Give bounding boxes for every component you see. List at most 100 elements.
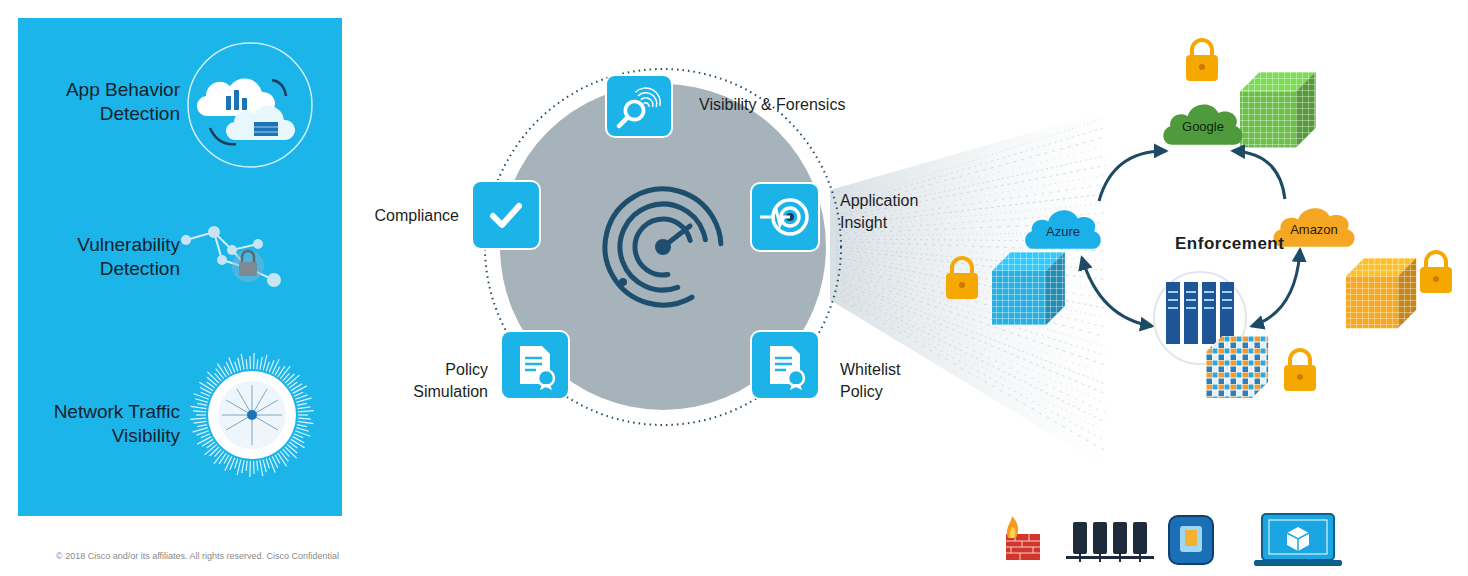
line-shape xyxy=(246,359,247,369)
rect-shape xyxy=(946,273,978,299)
circle-shape xyxy=(1297,374,1303,380)
line-shape xyxy=(296,398,311,402)
line-shape xyxy=(285,447,297,458)
line-shape xyxy=(278,453,287,466)
circle-shape xyxy=(181,235,191,245)
line-shape xyxy=(253,461,255,474)
line-shape xyxy=(191,406,207,408)
path-shape xyxy=(760,209,790,225)
region-title: Enforcement xyxy=(1175,234,1284,254)
square-icon xyxy=(473,182,539,248)
g-shape xyxy=(1006,516,1040,560)
line-shape xyxy=(298,407,311,409)
line-shape xyxy=(280,451,288,461)
path-shape xyxy=(242,251,254,262)
circle-shape xyxy=(232,250,264,282)
line-shape xyxy=(285,374,294,383)
circle-shape xyxy=(227,245,237,255)
line-shape xyxy=(263,355,267,371)
rect-shape xyxy=(1420,267,1452,293)
line-shape xyxy=(216,369,224,379)
path-shape xyxy=(1287,527,1309,551)
rect-shape xyxy=(254,122,278,136)
path-shape xyxy=(1168,292,1232,308)
path-shape xyxy=(1252,250,1300,326)
connector-arrow xyxy=(1099,151,1166,201)
line-shape xyxy=(242,460,244,473)
line-shape xyxy=(192,428,207,432)
line-shape xyxy=(275,455,280,464)
line-shape xyxy=(295,395,307,399)
polygon-shape xyxy=(1296,72,1316,148)
g-shape xyxy=(1169,516,1213,564)
rect-shape xyxy=(1262,514,1334,560)
polygon-shape xyxy=(1046,252,1065,325)
line-shape xyxy=(293,386,307,394)
g-shape xyxy=(992,252,1065,325)
path-shape xyxy=(790,384,802,390)
path-shape xyxy=(1290,350,1310,366)
g-shape xyxy=(222,385,282,445)
line-shape xyxy=(237,460,241,476)
feature-label: App Behavior Detection xyxy=(34,78,180,126)
line-shape xyxy=(278,366,285,377)
feature-label: Visibility & Forensics xyxy=(699,94,845,116)
line-shape xyxy=(224,367,229,376)
circle-shape xyxy=(584,168,742,326)
line-shape xyxy=(235,362,238,372)
rect-shape xyxy=(1186,55,1218,81)
g-shape xyxy=(1346,258,1416,328)
line-shape xyxy=(298,418,311,420)
polygon-shape xyxy=(992,271,1046,325)
path-shape xyxy=(1163,105,1242,145)
line-shape xyxy=(235,459,238,469)
path-shape xyxy=(836,166,1105,219)
g-shape xyxy=(1186,40,1218,81)
footer-note: © 2018 Cisco and/or its affiliates. All … xyxy=(56,551,339,561)
path-shape xyxy=(775,358,792,370)
g-shape xyxy=(1284,350,1316,391)
circle-shape xyxy=(631,215,696,280)
feature-label: Vulnerability Detection xyxy=(34,233,180,281)
line-shape xyxy=(238,358,241,371)
line-shape xyxy=(260,460,263,476)
rect-shape xyxy=(242,98,247,110)
feature-label: Policy Simulation xyxy=(408,359,488,403)
line-shape xyxy=(266,459,269,469)
polygon-shape xyxy=(992,271,1046,325)
feature-square: Whitelist Policy xyxy=(752,332,818,398)
g-shape xyxy=(992,72,1416,398)
line-shape xyxy=(257,461,258,471)
cloud-label: Google xyxy=(1182,119,1224,135)
line-shape xyxy=(199,382,213,390)
square-icon xyxy=(607,76,671,136)
g-shape xyxy=(1168,292,1232,308)
line-shape xyxy=(197,403,207,405)
path-shape xyxy=(525,358,542,370)
path-shape xyxy=(1287,533,1309,551)
cloud-label: Amazon xyxy=(1290,222,1338,238)
line-shape xyxy=(214,451,224,464)
path-shape xyxy=(952,258,972,274)
feature-square: Policy Simulation xyxy=(502,332,568,398)
line-shape xyxy=(269,458,275,473)
line-shape xyxy=(197,437,211,445)
line-shape xyxy=(210,447,219,456)
line-shape xyxy=(260,357,262,370)
line-shape xyxy=(298,411,314,412)
line-shape xyxy=(294,434,303,438)
circle-shape xyxy=(959,282,965,288)
circle-shape xyxy=(247,410,257,420)
path-shape xyxy=(272,80,286,96)
feature-label: Compliance xyxy=(375,205,459,227)
square-icon xyxy=(502,332,568,398)
line-shape xyxy=(253,353,255,369)
path-shape xyxy=(210,128,236,144)
circle-shape xyxy=(267,273,281,287)
cloud-node: Google xyxy=(1160,98,1246,148)
circle-shape xyxy=(217,255,227,265)
polygon-shape xyxy=(1398,258,1416,328)
circle-shape xyxy=(788,370,804,386)
g-shape xyxy=(1066,522,1154,562)
